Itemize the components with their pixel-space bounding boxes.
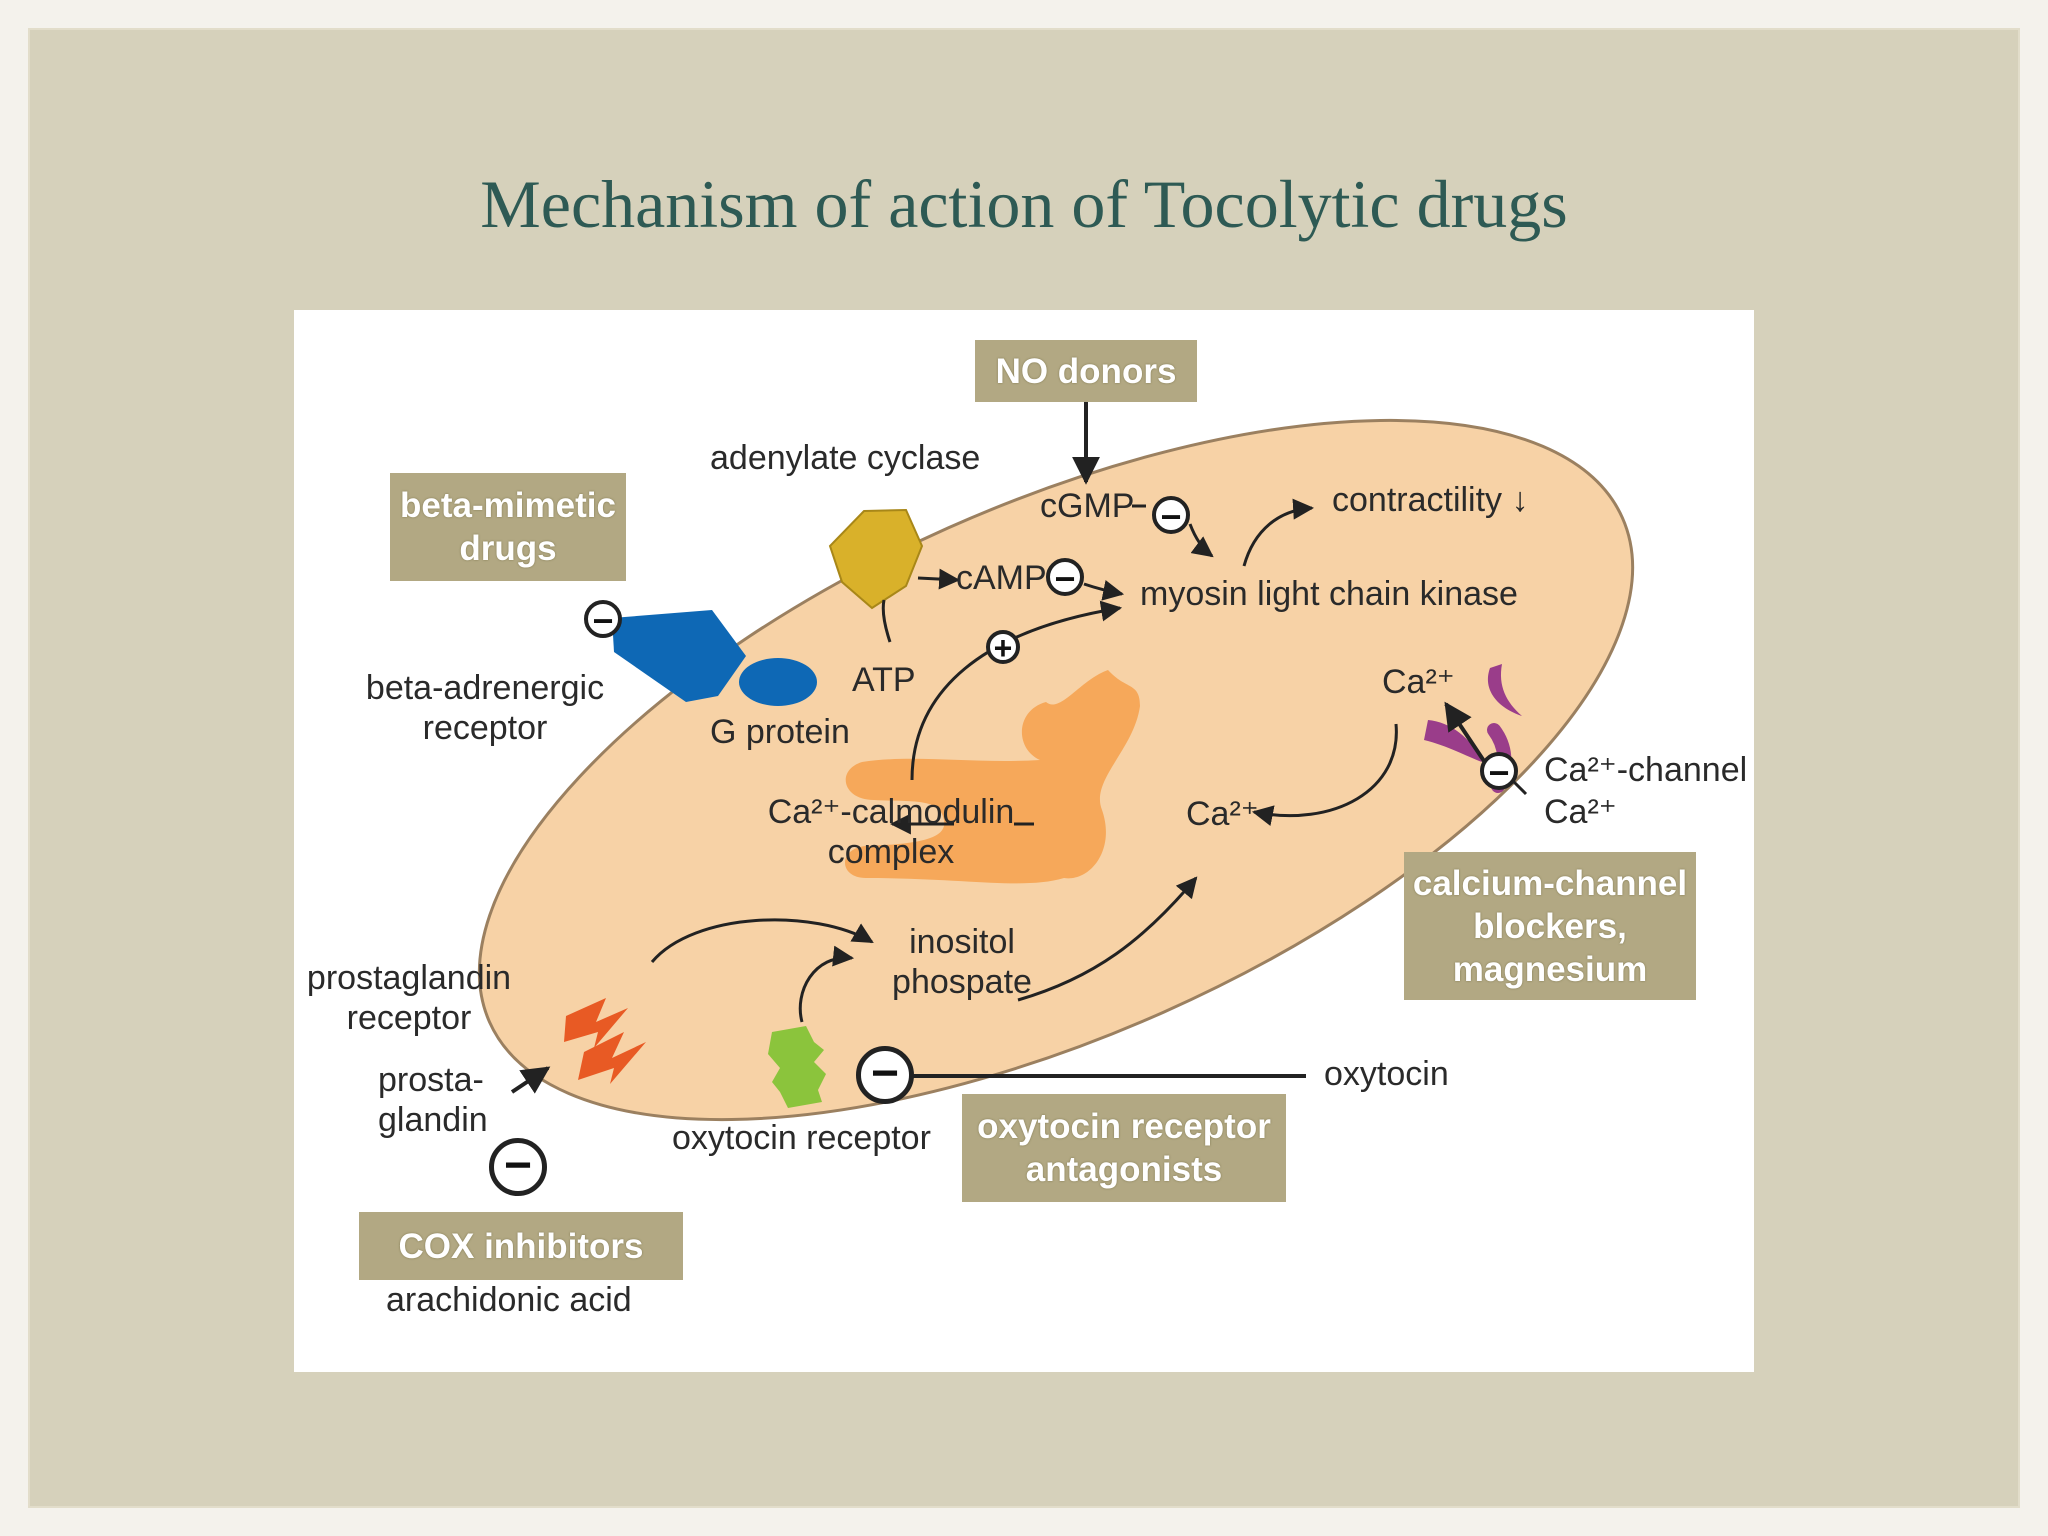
slide-title: Mechanism of action of Tocolytic drugs bbox=[480, 166, 1568, 242]
cgmp-label: cGMP bbox=[1040, 487, 1135, 525]
contractility-label: contractility ↓ bbox=[1332, 481, 1529, 519]
beta-mimetic-inhibit-symbol: − bbox=[584, 600, 622, 639]
ca-top-to-er-arrow bbox=[1251, 723, 1398, 826]
pg-receptor-to-inositol-arrow bbox=[650, 918, 874, 963]
prostaglandin-receptor-shape-1 bbox=[564, 998, 628, 1048]
beta-adrenergic-receptor-shape bbox=[612, 610, 746, 702]
diagram-panel: NO donors beta-mimetic drugs calcium-cha… bbox=[294, 310, 1754, 1372]
prostaglandin-label: prosta- glandin bbox=[378, 1061, 488, 1139]
ac-to-camp-arrow bbox=[917, 568, 961, 590]
adenylate-cyclase-label: adenylate cyclase bbox=[710, 439, 981, 477]
adenylate-cyclase-shape bbox=[828, 508, 924, 610]
no-donors-box: NO donors bbox=[975, 340, 1197, 402]
cox-inhibit-symbol: − bbox=[489, 1138, 547, 1196]
beta-adrenergic-receptor-label: beta-adrenergic receptor bbox=[365, 669, 605, 747]
ca-er-label: Ca²⁺ bbox=[1186, 795, 1259, 833]
calmodulin-stimulate-symbol: + bbox=[986, 630, 1020, 664]
prostaglandin-receptor-label: prostaglandin receptor bbox=[306, 959, 512, 1037]
oxytocin-receptor-to-inositol-arrow bbox=[798, 945, 855, 1023]
ca-channel-label: Ca²⁺-channel bbox=[1544, 751, 1748, 789]
myosin-light-chain-kinase-label: myosin light chain kinase bbox=[1140, 575, 1518, 613]
ca-channel-lower-shape bbox=[1424, 720, 1482, 762]
beta-mimetic-drugs-box: beta-mimetic drugs bbox=[390, 473, 626, 581]
inositol-phosphate-label: inositol phospate bbox=[892, 923, 1032, 1001]
oxytocin-label: oxytocin bbox=[1324, 1055, 1449, 1093]
calcium-channel-blockers-box: calcium-channel blockers, magnesium bbox=[1404, 852, 1696, 1000]
g-protein-label: G protein bbox=[710, 713, 850, 751]
ca-channel-upper-shape bbox=[1487, 664, 1522, 716]
prostaglandin-arrow bbox=[510, 1066, 551, 1094]
g-protein-shape bbox=[739, 658, 817, 706]
calmodulin-to-mlck-arrow bbox=[910, 600, 1123, 781]
camp-to-mlck-arrow bbox=[1083, 579, 1125, 601]
mechanism-diagram bbox=[477, 402, 1635, 1272]
ca-calmodulin-complex-label: Ca²⁺-calmodulin complex bbox=[767, 793, 1015, 871]
camp-label: cAMP bbox=[956, 559, 1047, 597]
ca-top-label: Ca²⁺ bbox=[1382, 663, 1455, 701]
ca-outside-label: Ca²⁺ bbox=[1544, 793, 1617, 831]
oxytocin-antagonist-inhibit-symbol: − bbox=[856, 1046, 914, 1104]
sarcoplasmic-reticulum-shape bbox=[845, 670, 1140, 884]
cgmp-inhibit-symbol: − bbox=[1152, 496, 1190, 535]
oxytocin-receptor-antagonists-box: oxytocin receptor antagonists bbox=[962, 1094, 1286, 1202]
ca-channel-inhibit-symbol: − bbox=[1480, 752, 1518, 791]
cox-inhibitors-box: COX inhibitors bbox=[359, 1212, 683, 1280]
prostaglandin-receptor-shape-2 bbox=[578, 1032, 646, 1084]
camp-inhibit-symbol: − bbox=[1046, 558, 1084, 597]
cgmp-to-mlck-arrow bbox=[1188, 523, 1214, 558]
channel-inhibit-line bbox=[1510, 778, 1528, 796]
atp-label: ATP bbox=[852, 661, 916, 699]
inositol-to-er-arrow bbox=[1017, 876, 1198, 1002]
mlck-to-contractility-arrow bbox=[1242, 498, 1315, 567]
oxytocin-receptor-shape bbox=[768, 1026, 826, 1108]
oxytocin-receptor-label: oxytocin receptor bbox=[672, 1119, 931, 1157]
atp-to-ac-line bbox=[881, 599, 892, 643]
arachidonic-acid-label: arachidonic acid bbox=[386, 1281, 632, 1319]
